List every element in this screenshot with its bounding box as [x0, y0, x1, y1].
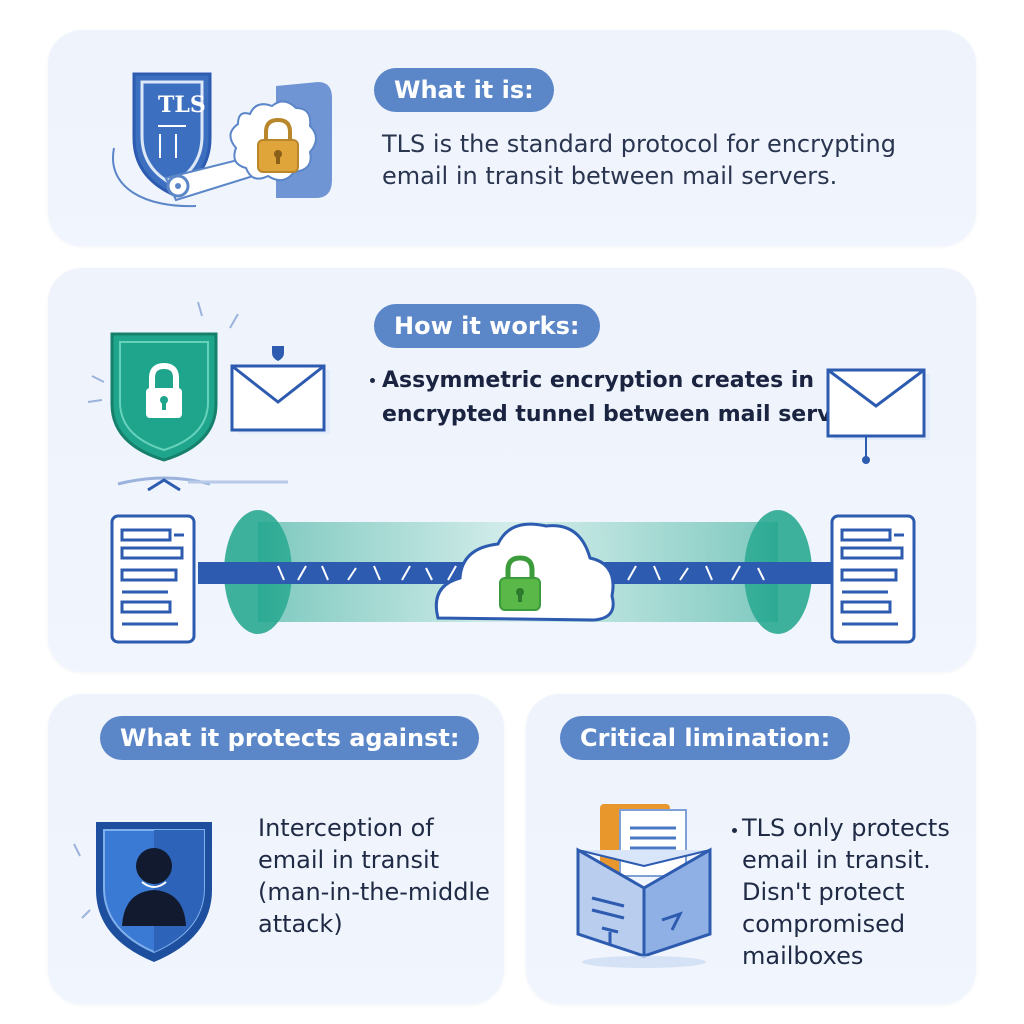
critical-limitation-heading: Critical limination: [560, 716, 851, 760]
green-shield-lock-icon [87, 301, 288, 492]
how-it-works-heading: How it works: [374, 304, 600, 348]
svg-text:TLS: TLS [158, 92, 206, 118]
mail-server-icon [110, 514, 196, 644]
how-it-works-description: Assymmetric encryption creates in encryp… [382, 368, 871, 427]
what-it-is-heading: What it is: [374, 68, 554, 112]
protects-against-description: Interception of email in transit (man-in… [258, 814, 490, 938]
hacker-shield-icon [73, 822, 212, 962]
what-it-is-card: TLS What it is: TLS is the standard prot… [48, 30, 976, 246]
bullet [370, 378, 375, 383]
envelope-icon [826, 368, 930, 464]
mail-server-icon [830, 514, 916, 644]
protects-against-heading: What it protects against: [100, 716, 480, 760]
small-shield-icon [272, 346, 284, 361]
bullet [732, 828, 737, 833]
critical-limitation-card: Critical limination: TLS only protects e… [526, 694, 976, 1004]
encrypted-tunnel [198, 510, 838, 634]
padlock-icon [257, 117, 299, 173]
mailbox-icon [576, 804, 712, 968]
what-it-is-description: TLS is the standard protocol for encrypt… [382, 130, 896, 190]
how-it-works-card: How it works: Assymmetric encryption cre… [48, 268, 976, 672]
envelope-icon [230, 364, 330, 434]
tls-shield-icon: TLS [111, 72, 332, 208]
critical-limitation-description: TLS only protects email in transit. Disn… [742, 814, 950, 970]
cloud-lock-icon [434, 522, 615, 622]
protects-against-card: What it protects against: Interception o… [48, 694, 504, 1004]
